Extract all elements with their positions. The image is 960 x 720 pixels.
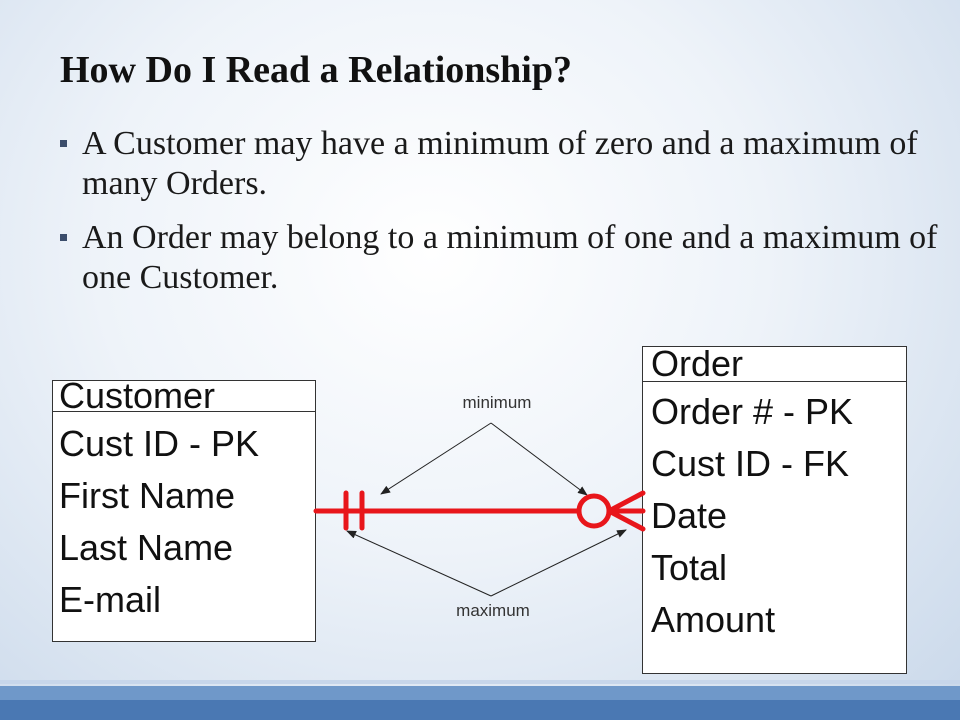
bullet-text: A Customer may have a minimum of zero an… [82,125,918,202]
entity-name: Order [651,343,744,384]
footer-stripe [0,680,960,684]
bullet-item: An Order may belong to a minimum of one … [60,218,940,298]
maximum-label: maximum [456,601,530,620]
attribute: Last Name [59,527,234,568]
bullet-list: A Customer may have a minimum of zero an… [60,124,940,312]
zero-circle-icon [576,493,612,529]
bullet-item: A Customer may have a minimum of zero an… [60,124,940,204]
arrow-to-one-maximum [346,530,492,597]
slide-title: How Do I Read a Relationship? [60,49,572,91]
arrow-to-many-maximum [490,529,627,597]
bullet-square-icon [60,234,67,241]
attribute: First Name [59,475,236,516]
bullet-square-icon [60,140,67,147]
attribute-list: Cust ID - PK First Name Last Name E-mail [53,418,315,626]
crows-foot-icon [606,490,646,514]
relationship-line [313,490,646,532]
attribute: Total [651,547,728,588]
entity-header: Order [643,343,906,384]
attribute: E-mail [59,579,162,620]
crows-foot-icon [606,508,646,532]
bullet-text: An Order may belong to a minimum of one … [82,219,938,296]
attribute: Order # - PK [651,391,854,432]
attribute: Cust ID - PK [59,423,260,464]
order-entity: Order Order # - PK Cust ID - FK Date Tot… [642,346,907,674]
attribute-list: Order # - PK Cust ID - FK Date Total Amo… [643,386,906,646]
customer-entity: Customer Cust ID - PK First Name Last Na… [52,375,316,642]
annotation-arrows [346,422,627,597]
attribute: Cust ID - FK [651,443,850,484]
entity-header: Customer [53,375,315,416]
entity-name: Customer [59,375,216,416]
arrow-to-zero-minimum [490,422,588,496]
footer-bar [0,680,960,720]
footer-stripe [0,700,960,720]
footer-stripe [0,686,960,700]
attribute: Amount [651,599,776,640]
arrow-to-one-minimum [380,422,492,495]
attribute: Date [651,495,728,536]
minimum-label: minimum [463,393,532,412]
